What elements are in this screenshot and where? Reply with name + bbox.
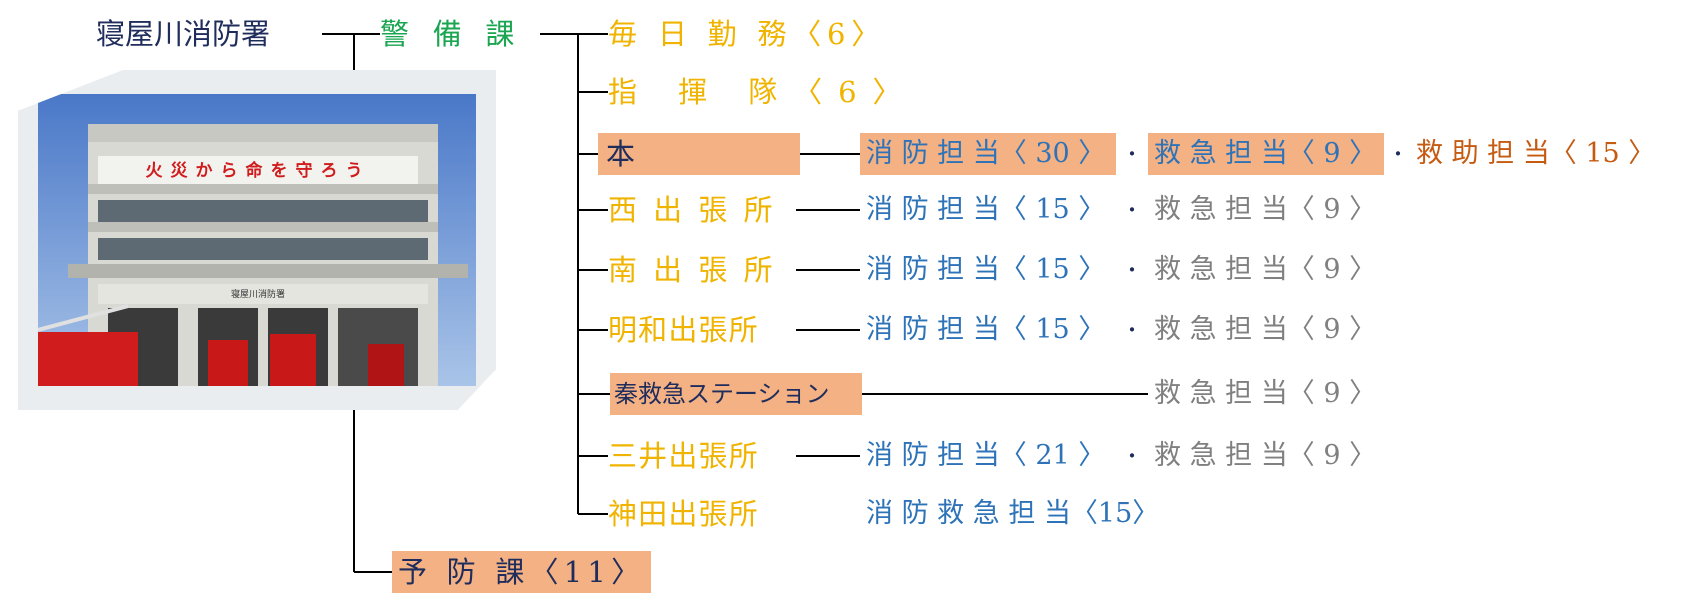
hata-ambulance-duty: 救 急 担 当〈 9 〉 [1154,378,1377,409]
unit-honsho: 本 署 [598,133,928,175]
root-station-label: 寝屋川消防署 [96,17,271,51]
prevention-division-label: 予 防 課〈11〉 [392,551,652,593]
separator-dot: ・ [1122,444,1142,468]
fire-station-illustration: 火災から命を守ろう 寝屋川消防署 [38,94,476,386]
fire-station-photo: 火災から命を守ろう 寝屋川消防署 [18,70,496,410]
honsho-rescue-duty: 救 助 担 当〈 15 〉 [1416,138,1656,169]
unit-daily-duty: 毎 日 勤 務〈6〉 [608,17,887,51]
mitsui-fire-duty: 消 防 担 当〈 21 〉 [866,440,1106,471]
kanda-fire-ambulance-duty: 消 防 救 急 担 当〈15〉 [866,498,1160,529]
separator-dot: ・ [1122,198,1142,222]
nishi-ambulance-duty: 救 急 担 当〈 9 〉 [1154,194,1377,225]
minami-fire-duty: 消 防 担 当〈 15 〉 [866,254,1106,285]
unit-hata-ambulance-station: 秦救急ステーション [610,373,862,415]
separator-dot: ・ [1122,258,1142,282]
unit-command-team: 指 揮 隊〈6〉 [608,75,918,109]
unit-nishi-branch: 西 出 張 所 [608,193,777,227]
honsho-fire-duty: 消 防 担 当〈 30 〉 [860,133,1116,175]
separator-dot: ・ [1388,142,1408,166]
photo-banner-text: 火災から命を守ろう [146,160,371,181]
meiwa-ambulance-duty: 救 急 担 当〈 9 〉 [1154,314,1377,345]
photo-sign-text: 寝屋川消防署 [231,288,285,300]
separator-dot: ・ [1122,142,1142,166]
unit-mitsui-branch: 三井出張所 [608,439,759,473]
separator-dot: ・ [1122,318,1142,342]
mitsui-ambulance-duty: 救 急 担 当〈 9 〉 [1154,440,1377,471]
nishi-fire-duty: 消 防 担 当〈 15 〉 [866,194,1106,225]
unit-meiwa-branch: 明和出張所 [608,313,759,347]
security-division-label: 警 備 課 [380,17,522,51]
unit-kanda-branch: 神田出張所 [608,497,759,531]
honsho-ambulance-duty: 救 急 担 当〈 9 〉 [1148,133,1384,175]
unit-minami-branch: 南 出 張 所 [608,253,777,287]
minami-ambulance-duty: 救 急 担 当〈 9 〉 [1154,254,1377,285]
meiwa-fire-duty: 消 防 担 当〈 15 〉 [866,314,1106,345]
